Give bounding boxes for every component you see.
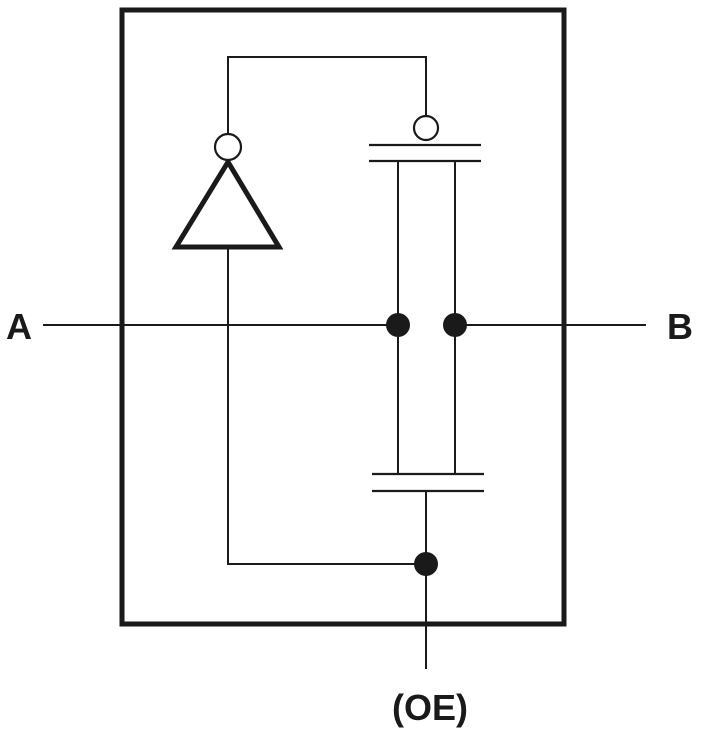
package-outline — [119, 7, 567, 627]
port-oe-label: (OE) — [392, 687, 468, 728]
pmos-gate-bubble — [412, 114, 440, 142]
junction-dot-b — [443, 313, 467, 337]
inverter-triangle — [171, 157, 284, 250]
oe-to-inverter-input-wire — [227, 246, 427, 565]
inverter-to-pmos-gate-wire — [227, 56, 427, 134]
junction-dot-a — [386, 313, 410, 337]
inverter-output-bubble — [213, 132, 243, 162]
port-b-label: B — [667, 306, 693, 347]
port-a-label: A — [6, 306, 32, 347]
junction-dot-oe — [414, 552, 438, 576]
